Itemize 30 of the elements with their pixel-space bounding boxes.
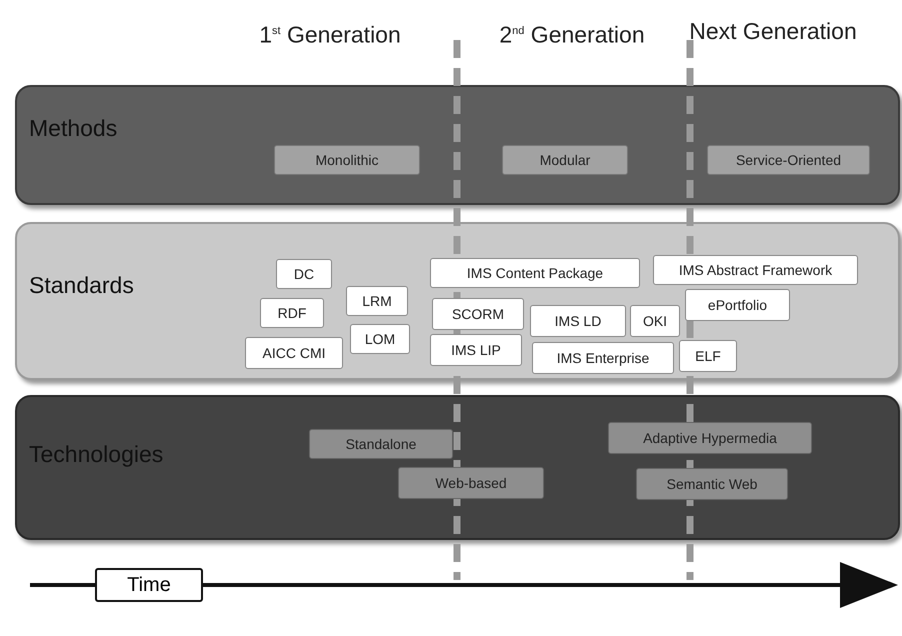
label-box: Monolithic [274, 145, 420, 175]
label-box: LOM [350, 324, 410, 354]
label-box: IMS Abstract Framework [653, 255, 858, 285]
column-header: 1$^{st}$ Generation [258, 20, 402, 48]
label-box: RDF [260, 298, 324, 328]
label-box: LRM [346, 286, 408, 316]
label-box: SCORM [432, 298, 524, 330]
layer-band [15, 85, 900, 205]
band-title: Methods [29, 115, 118, 142]
time-box: Time [95, 568, 203, 602]
label-box: Modular [502, 145, 628, 175]
label-box: IMS LD [530, 305, 626, 337]
label-box: IMS Content Package [430, 258, 640, 288]
label-box: DC [276, 259, 332, 289]
label-box: OKI [630, 305, 680, 337]
column-header: Next Generation [688, 18, 858, 44]
label-box: Semantic Web [636, 468, 788, 500]
column-header: 2$^{nd}$ Generation [498, 20, 646, 48]
layer-band [15, 395, 900, 540]
label-box: AICC CMI [245, 337, 343, 369]
label-box: Adaptive Hypermedia [608, 422, 812, 454]
label-box: ELF [679, 340, 737, 372]
label-box: Standalone [309, 429, 453, 459]
layer-band [15, 222, 900, 380]
band-title: Standards [29, 272, 134, 299]
label-box: Service-Oriented [707, 145, 870, 175]
label-box: ePortfolio [685, 289, 790, 321]
label-box: Web-based [398, 467, 544, 499]
label-box: IMS LIP [430, 334, 522, 366]
label-box: IMS Enterprise [532, 342, 674, 374]
